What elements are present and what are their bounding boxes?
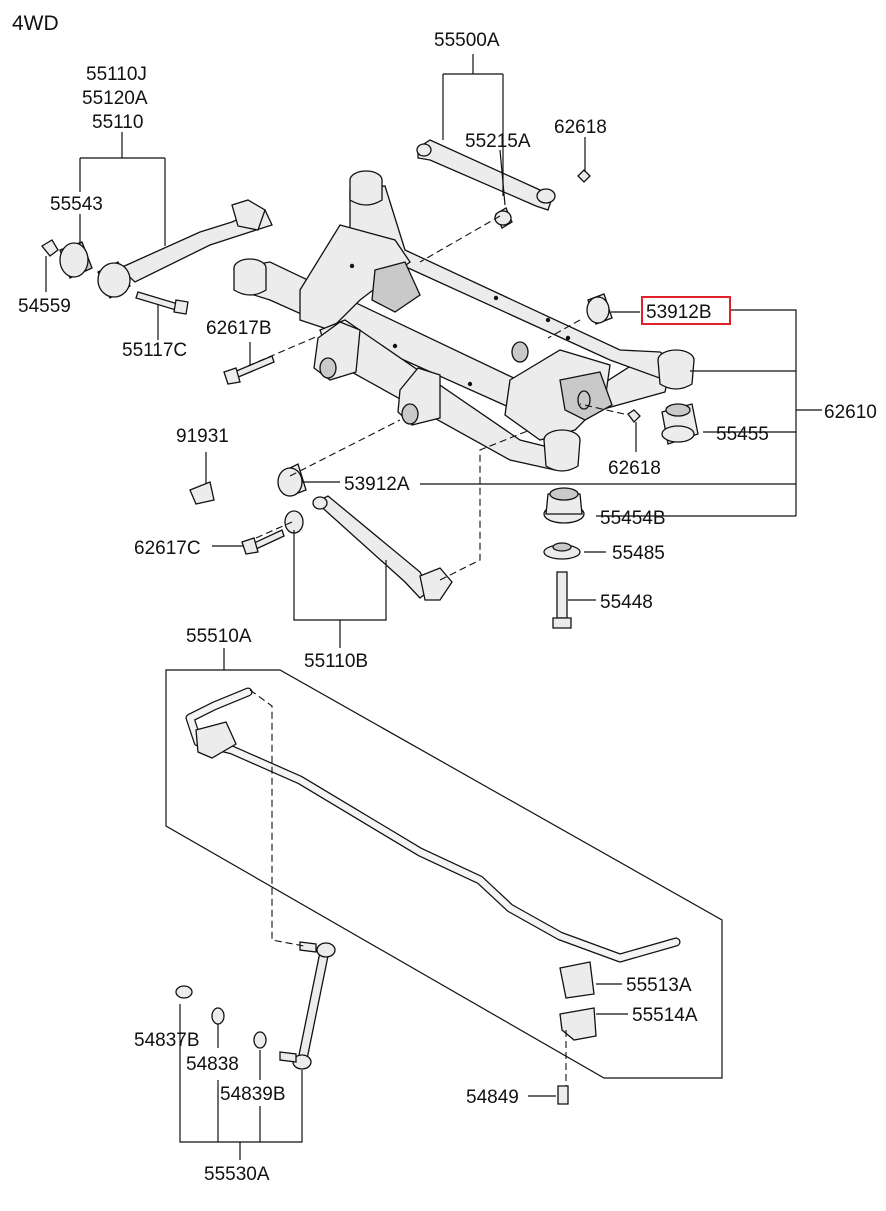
label-62617B[interactable]: 62617B	[206, 318, 272, 339]
label-62618-top[interactable]: 62618	[554, 117, 607, 138]
label-55454B[interactable]: 55454B	[600, 508, 666, 529]
label-55110B[interactable]: 55110B	[304, 651, 368, 672]
label-55543[interactable]: 55543	[50, 194, 103, 215]
diagram-title: 4WD	[12, 12, 59, 35]
label-55120A[interactable]: 55120A	[82, 88, 148, 109]
label-54559[interactable]: 54559	[18, 296, 71, 317]
label-55513A[interactable]: 55513A	[626, 975, 692, 996]
label-62617C[interactable]: 62617C	[134, 538, 201, 559]
label-53912B[interactable]: 53912B	[646, 302, 712, 323]
label-91931[interactable]: 91931	[176, 426, 229, 447]
label-62618-mid[interactable]: 62618	[608, 458, 661, 479]
label-55117C[interactable]: 55117C	[122, 340, 187, 361]
upper-arm-assembly	[416, 139, 591, 229]
subframe-mount-parts	[543, 403, 699, 629]
highlight-box-53912B	[641, 296, 731, 325]
label-54849[interactable]: 54849	[466, 1087, 519, 1108]
label-55500A[interactable]: 55500A	[434, 30, 500, 51]
stabilizer-bar-assembly	[175, 687, 681, 1105]
label-55514A[interactable]: 55514A	[632, 1005, 698, 1026]
label-55530A[interactable]: 55530A	[204, 1164, 270, 1185]
label-55455[interactable]: 55455	[716, 424, 769, 445]
trailing-arm-assembly	[41, 199, 275, 385]
label-55110[interactable]: 55110	[92, 112, 143, 133]
label-55448[interactable]: 55448	[600, 592, 653, 613]
label-53912A[interactable]: 53912A	[344, 474, 410, 495]
label-54838[interactable]: 54838	[186, 1054, 239, 1075]
crossmember-subframe	[233, 170, 695, 472]
label-55485[interactable]: 55485	[612, 543, 665, 564]
label-55215A[interactable]: 55215A	[465, 131, 531, 152]
lower-link-assembly	[189, 293, 613, 601]
label-55110J[interactable]: 55110J	[86, 64, 147, 85]
label-54839B[interactable]: 54839B	[220, 1084, 286, 1105]
label-55510A[interactable]: 55510A	[186, 626, 252, 647]
leader-lines	[45, 54, 822, 1160]
label-62610[interactable]: 62610	[824, 402, 877, 423]
label-54837B[interactable]: 54837B	[134, 1030, 200, 1051]
part-labels: 55500A 55215A 62618 55110J 55120A 55110 …	[18, 30, 877, 1185]
